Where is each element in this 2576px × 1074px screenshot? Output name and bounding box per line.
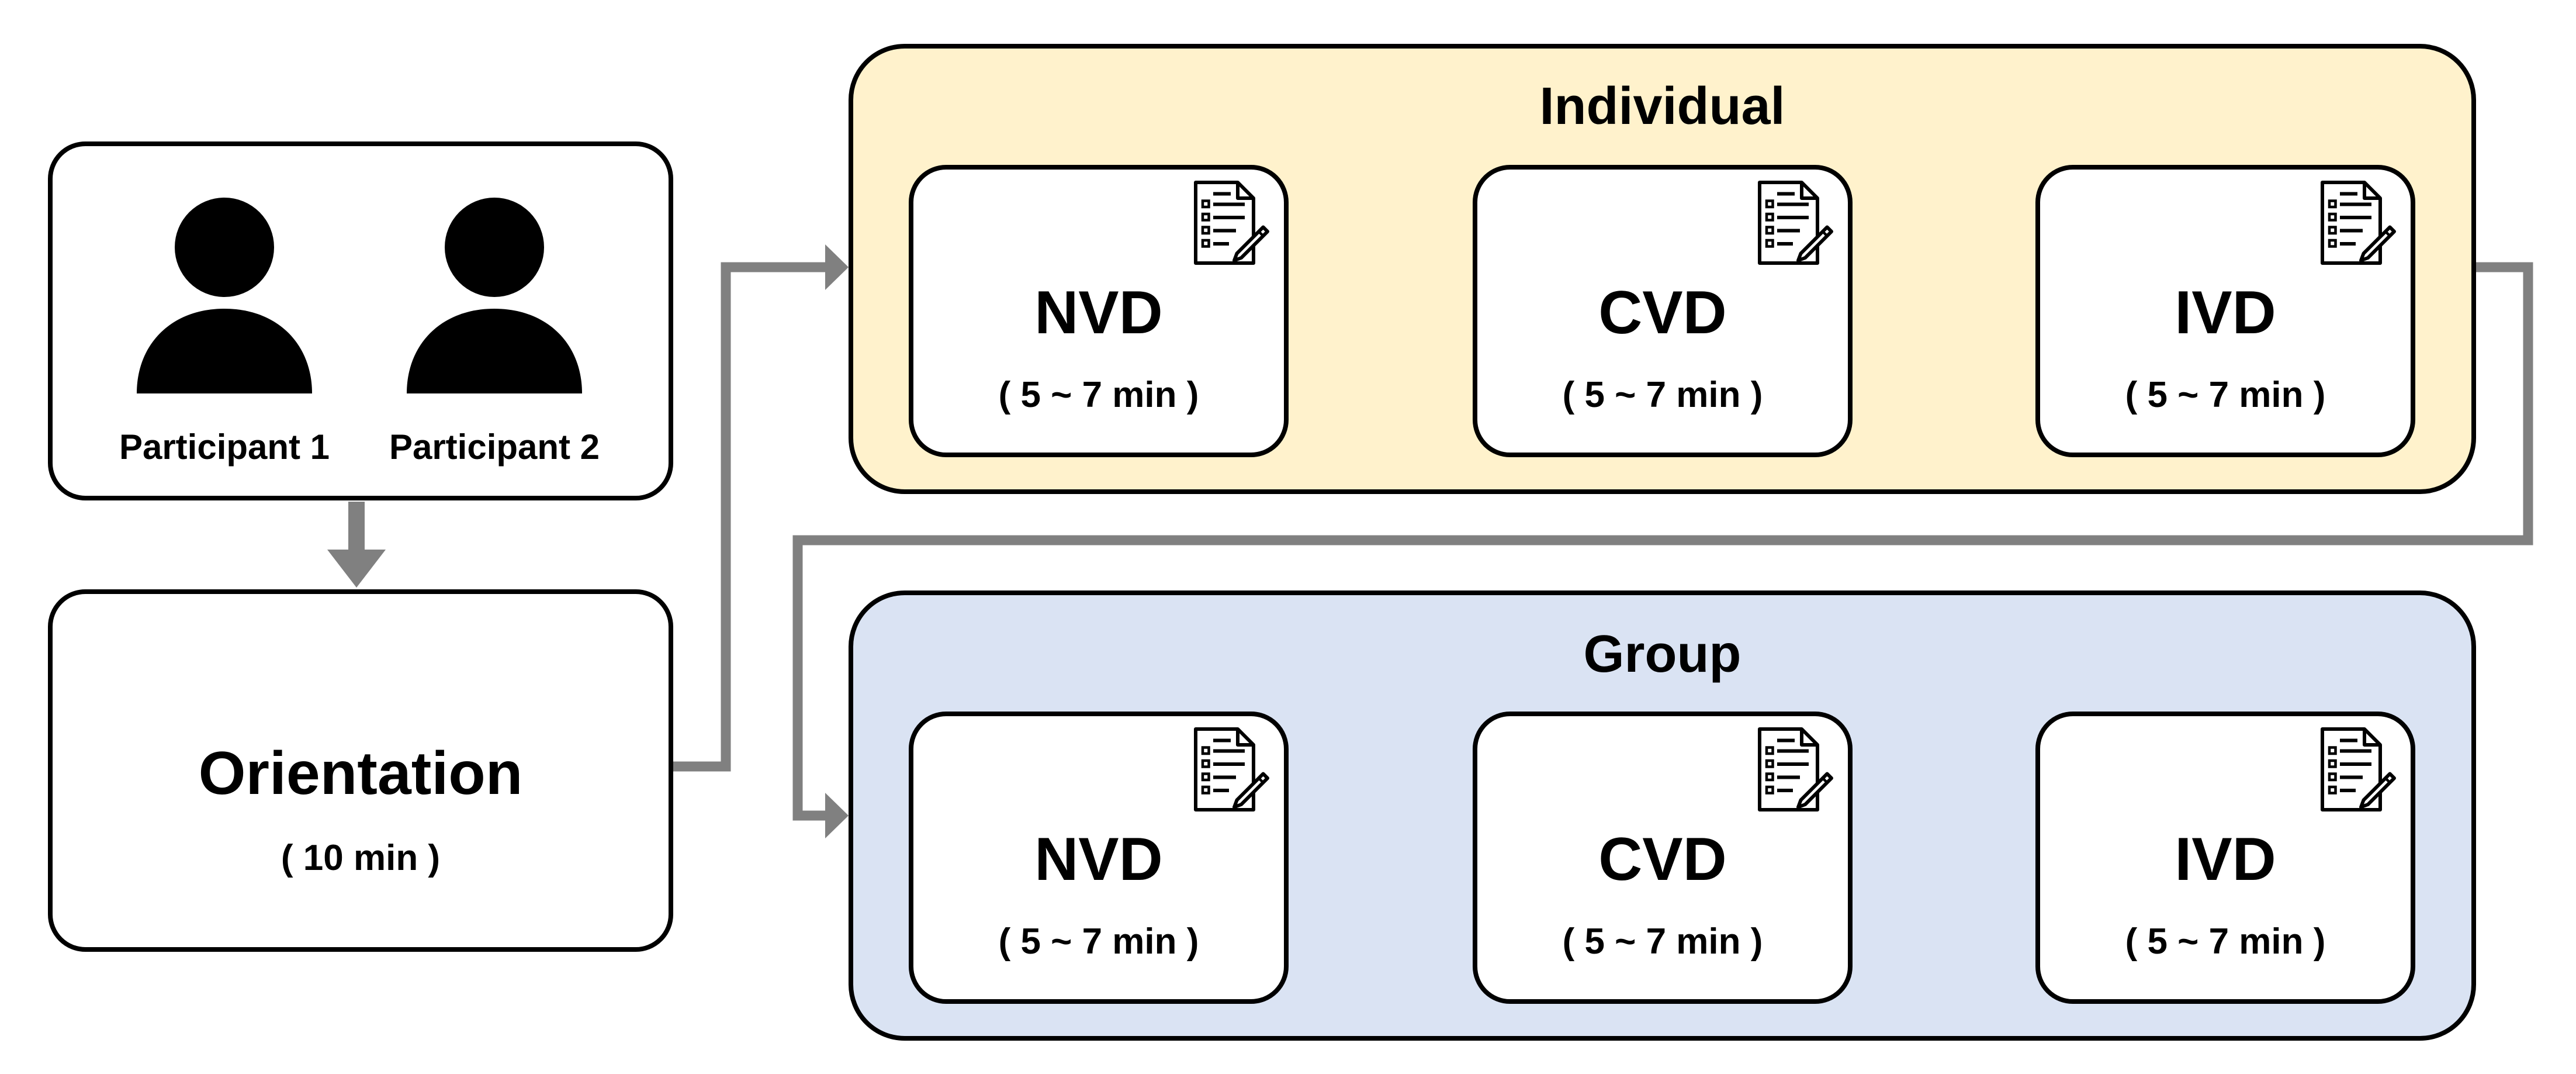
step-duration: ( 5 ~ 7 min ) — [1562, 921, 1763, 962]
step-name: NVD — [1034, 279, 1163, 347]
step-duration: ( 5 ~ 7 min ) — [2125, 375, 2326, 415]
group-step-nvd: NVD ( 5 ~ 7 min ) — [909, 712, 1289, 1004]
document-checklist-pen-icon — [1194, 181, 1269, 265]
step-duration: ( 5 ~ 7 min ) — [2125, 921, 2326, 962]
step-duration: ( 5 ~ 7 min ) — [1562, 375, 1763, 415]
orientation-box: Orientation ( 10 min ) — [48, 589, 673, 952]
document-checklist-pen-icon — [2321, 181, 2396, 265]
document-checklist-pen-icon — [1194, 727, 1269, 811]
orientation-title: Orientation — [198, 740, 523, 807]
step-name: CVD — [1598, 826, 1727, 893]
individual-title: Individual — [1539, 77, 1785, 136]
individual-step-ivd: IVD ( 5 ~ 7 min ) — [2035, 165, 2415, 457]
person-icon — [407, 198, 582, 393]
group-step-cvd: CVD ( 5 ~ 7 min ) — [1473, 712, 1853, 1004]
individual-step-cvd: CVD ( 5 ~ 7 min ) — [1473, 165, 1853, 457]
step-name: NVD — [1034, 826, 1163, 893]
step-duration: ( 5 ~ 7 min ) — [998, 921, 1199, 962]
participant-label: Participant 1 — [119, 427, 330, 467]
person-icon — [137, 198, 312, 393]
step-name: IVD — [2175, 826, 2276, 893]
arrow-individual-to-group — [792, 262, 2533, 821]
orientation-duration: ( 10 min ) — [281, 838, 441, 878]
group-title: Group — [1583, 625, 1741, 683]
group-step-ivd: IVD ( 5 ~ 7 min ) — [2035, 712, 2415, 1004]
step-name: IVD — [2175, 279, 2276, 347]
document-checklist-pen-icon — [2321, 727, 2396, 811]
participants-box: Participant 1 Participant 2 — [48, 141, 673, 500]
document-checklist-pen-icon — [1758, 181, 1833, 265]
participant-label: Participant 2 — [389, 427, 600, 467]
arrow-orientation-to-individual — [673, 262, 827, 772]
step-name: CVD — [1598, 279, 1727, 347]
individual-step-nvd: NVD ( 5 ~ 7 min ) — [909, 165, 1289, 457]
document-checklist-pen-icon — [1758, 727, 1833, 811]
step-duration: ( 5 ~ 7 min ) — [998, 375, 1199, 415]
